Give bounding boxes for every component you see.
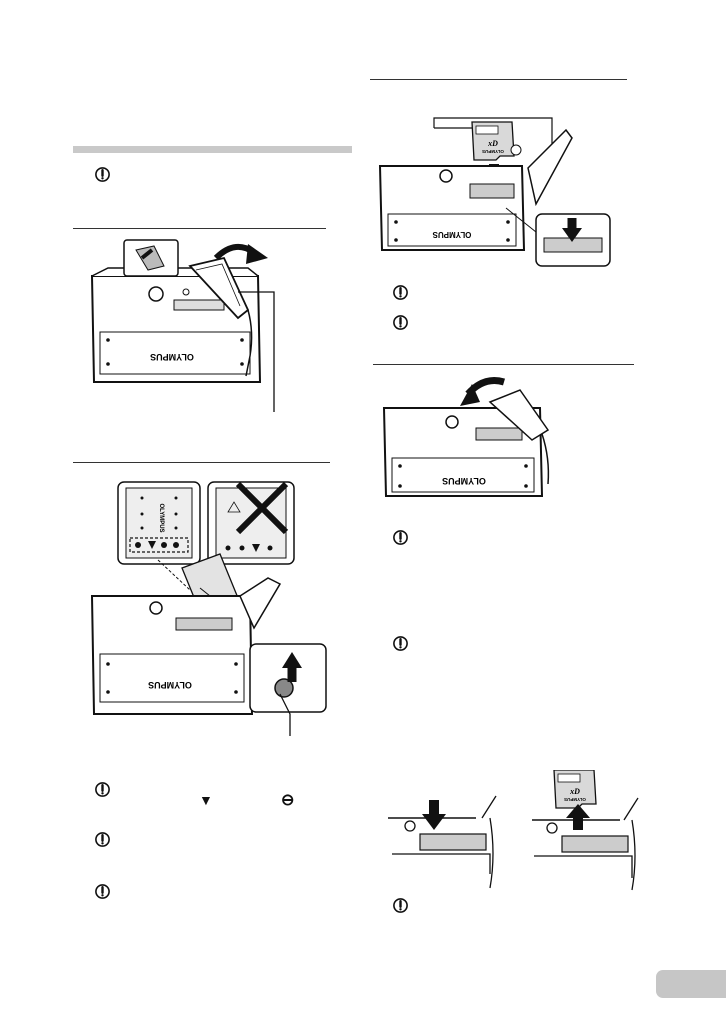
caution-note-icon: [95, 884, 110, 899]
caution-note-icon: [393, 898, 408, 913]
close-cover-illustration: OLYMPUS: [382, 377, 550, 497]
step-divider: [73, 462, 330, 463]
section-divider-thick: [73, 146, 352, 153]
card-brand-text: OLYMPUS: [482, 149, 504, 154]
step-divider: [370, 79, 627, 80]
step-divider: [373, 364, 634, 365]
caution-note-icon: [95, 167, 110, 182]
insert-card-illustration: xD OLYMPUS OLYMPUS: [378, 117, 611, 267]
page-number-tab: [656, 970, 726, 998]
caution-note-icon: [393, 285, 408, 300]
caution-note-icon: [95, 782, 110, 797]
caution-note-icon: [95, 832, 110, 847]
open-cover-illustration: OLYMPUS: [90, 239, 275, 412]
minus-terminal-mark: ⊖: [281, 792, 295, 809]
push-card-illustration: [388, 795, 497, 889]
logo-text: OLYMPUS: [150, 352, 194, 362]
battery-logo-text: OLYMPUS: [158, 503, 164, 532]
card-logo: xD: [487, 139, 498, 148]
caution-note-icon: [393, 530, 408, 545]
insert-battery-illustration: OLYMPUS OLYMPUS: [90, 481, 327, 736]
prohibited-cross-icon: [235, 481, 289, 535]
logo-text: OLYMPUS: [148, 680, 192, 690]
caution-note-icon: [393, 636, 408, 651]
card-brand-text: OLYMPUS: [564, 797, 586, 802]
remove-card-illustration: xD OLYMPUS: [532, 770, 639, 891]
step-divider: [73, 228, 326, 229]
caution-note-icon: [393, 315, 408, 330]
triangle-mark: ▼: [199, 792, 213, 808]
logo-text: OLYMPUS: [432, 230, 471, 239]
card-logo: xD: [569, 787, 580, 796]
logo-text: OLYMPUS: [442, 476, 486, 486]
